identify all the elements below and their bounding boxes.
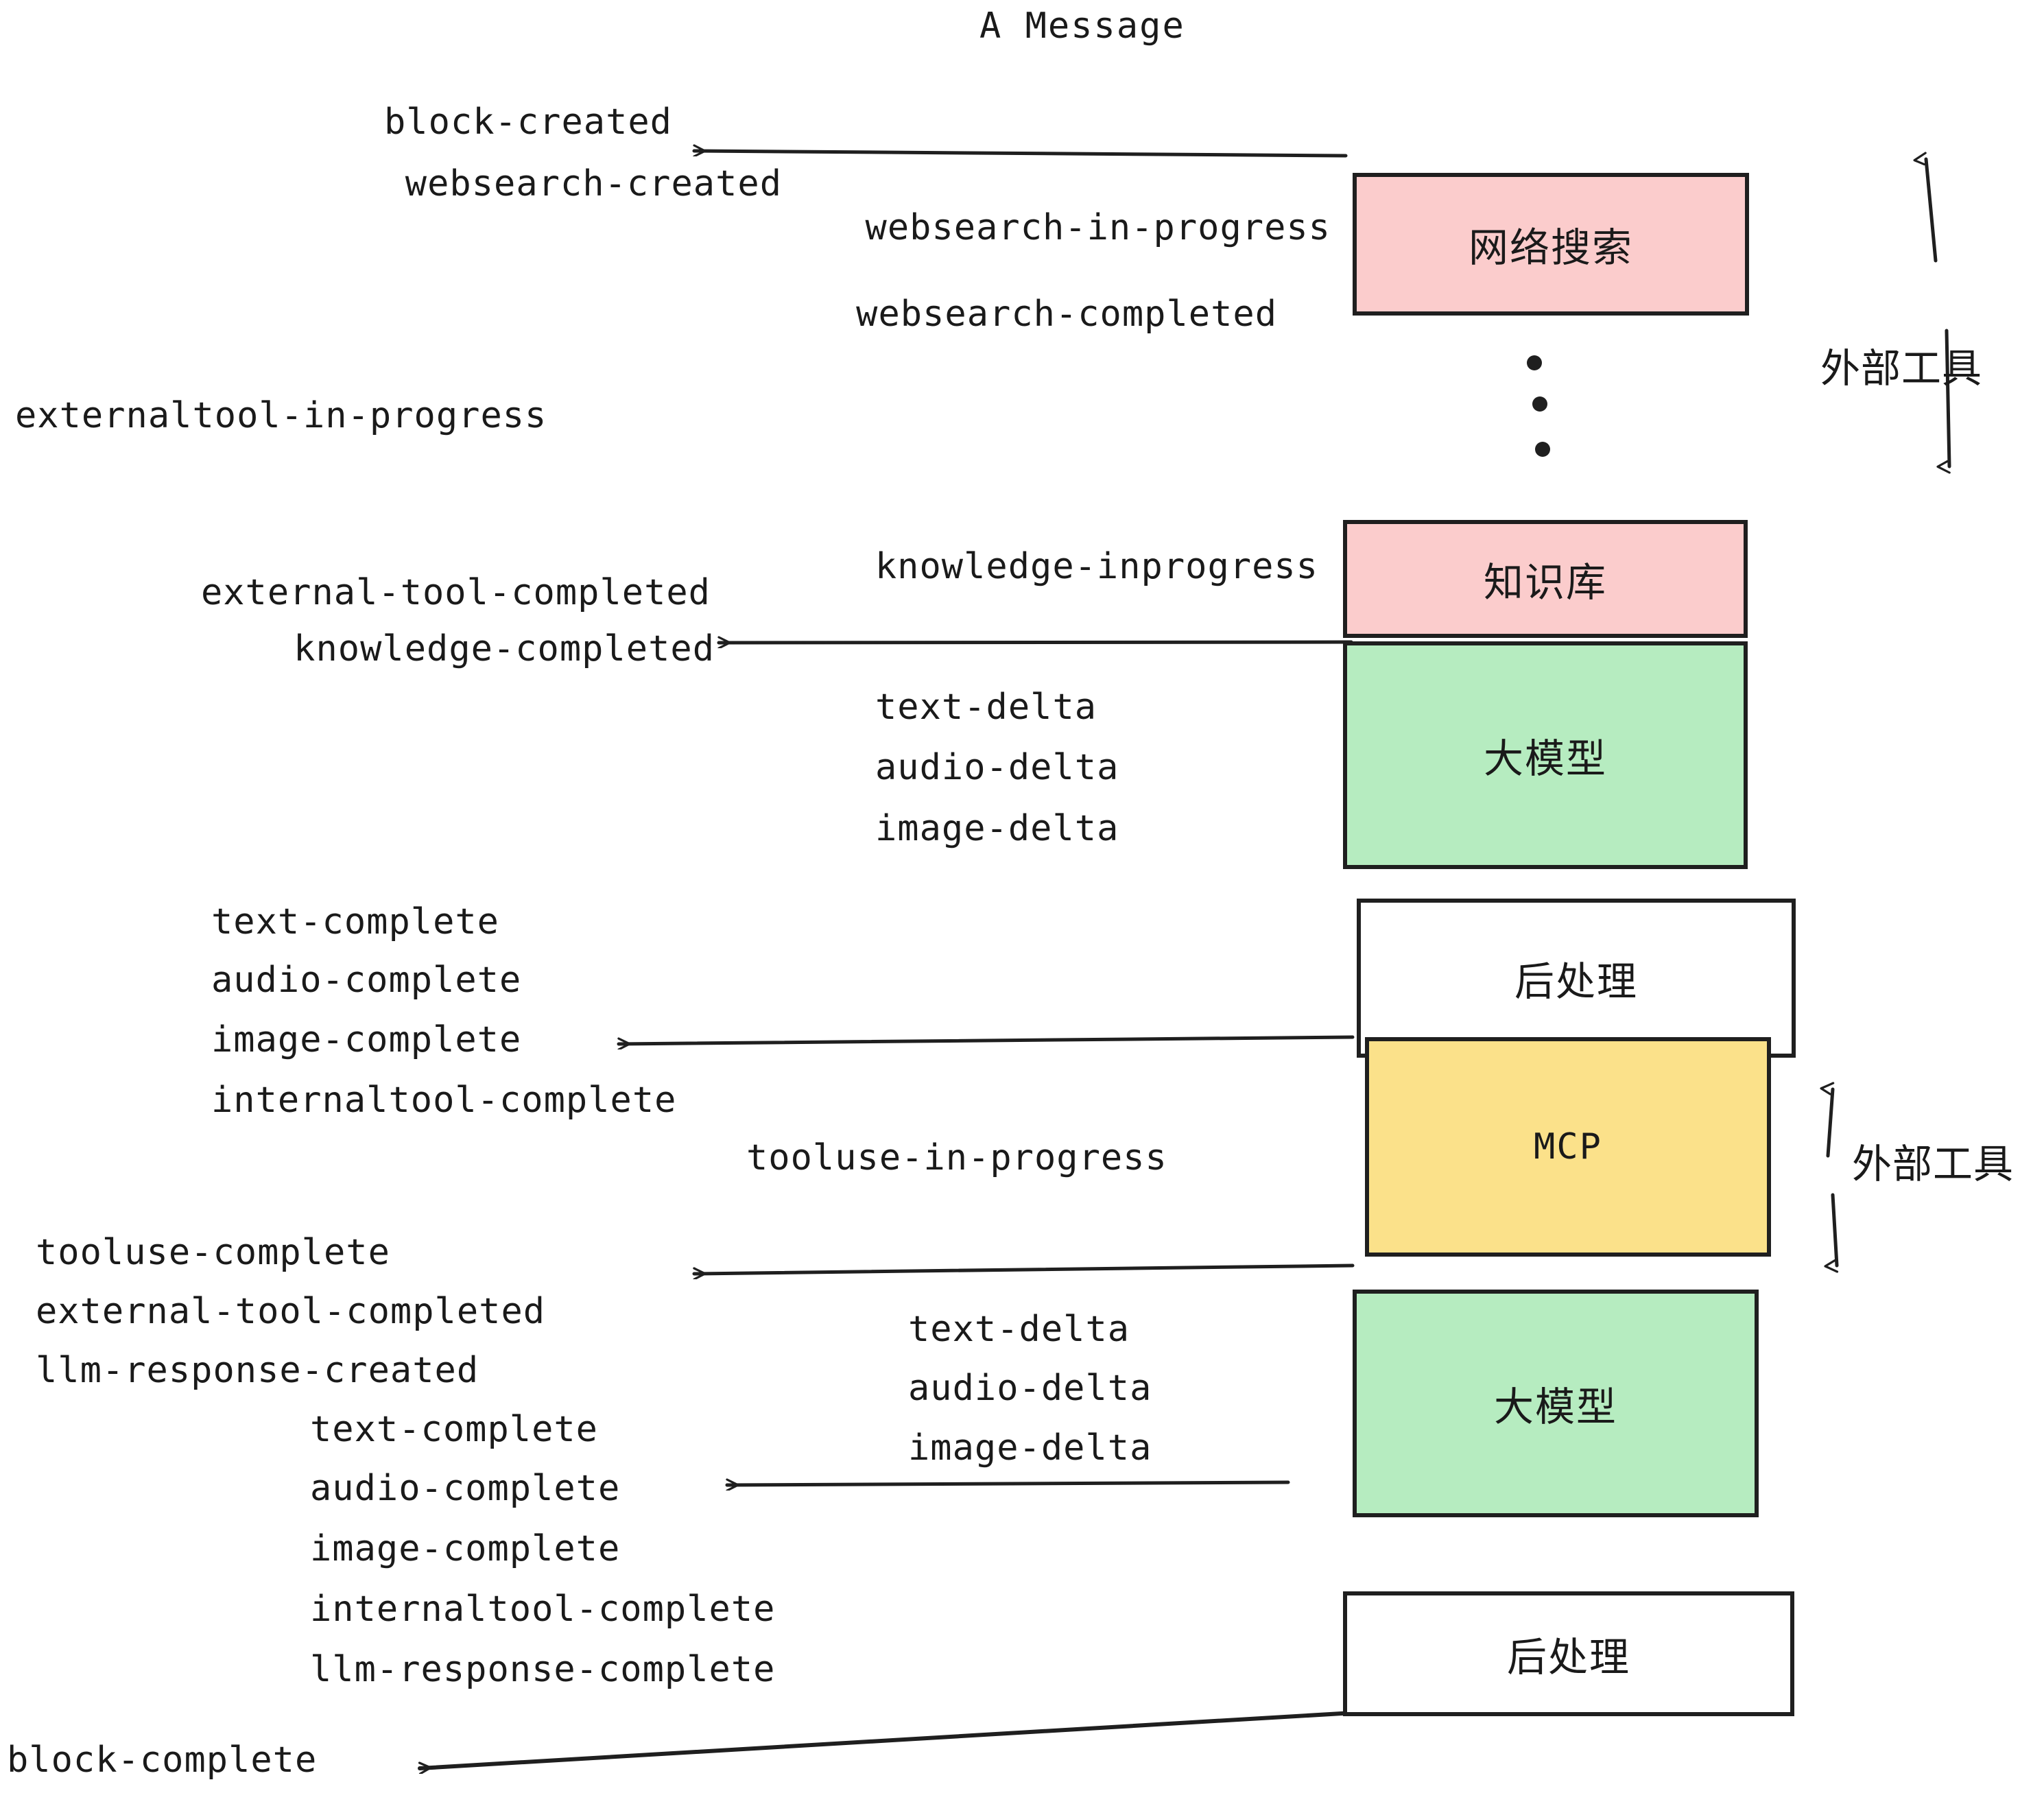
node-websearch-label: 网络搜索 bbox=[1468, 224, 1633, 271]
event-audio-delta-1: audio-delta bbox=[875, 747, 1119, 788]
page-title: A Message bbox=[979, 5, 1185, 47]
node-mcp[interactable]: MCP bbox=[1365, 1037, 1771, 1257]
event-websearch-created: websearch-created bbox=[405, 163, 782, 204]
node-postprocess-1[interactable]: 后处理 bbox=[1357, 899, 1796, 1058]
arrow-external-tool-up-top bbox=[1926, 159, 1938, 263]
ellipsis-dot-2 bbox=[1532, 396, 1547, 412]
node-websearch[interactable]: 网络搜索 bbox=[1353, 173, 1749, 316]
event-knowledge-inprogress: knowledge-inprogress bbox=[875, 546, 1318, 587]
event-llm-response-created: llm-response-created bbox=[36, 1350, 479, 1391]
node-postprocess-2[interactable]: 后处理 bbox=[1343, 1591, 1794, 1716]
arrow-image-complete bbox=[617, 1035, 1355, 1044]
node-postprocess-1-label: 后处理 bbox=[1514, 958, 1638, 1005]
arrow-websearch-to-block-created bbox=[692, 151, 1348, 158]
ellipsis-dot-1 bbox=[1527, 355, 1542, 370]
arrow-external-tool-down-bottom bbox=[1833, 1193, 1839, 1266]
arrow-tooluse-complete bbox=[692, 1263, 1355, 1274]
event-audio-complete-2: audio-complete bbox=[310, 1468, 621, 1509]
event-audio-complete-1: audio-complete bbox=[211, 960, 522, 1001]
event-audio-delta-2: audio-delta bbox=[908, 1368, 1152, 1409]
event-knowledge-completed: knowledge-completed bbox=[294, 628, 715, 669]
node-knowledge-base[interactable]: 知识库 bbox=[1343, 520, 1748, 638]
event-text-complete-1: text-complete bbox=[211, 901, 499, 942]
event-internaltool-complete-2: internaltool-complete bbox=[310, 1589, 776, 1630]
arrow-audio-complete bbox=[725, 1482, 1290, 1485]
event-websearch-completed: websearch-completed bbox=[856, 294, 1277, 335]
side-label-external-tool-top: 外部工具 bbox=[1820, 345, 1983, 392]
event-text-delta-2: text-delta bbox=[908, 1309, 1130, 1350]
node-knowledge-base-label: 知识库 bbox=[1483, 559, 1607, 606]
event-text-delta-1: text-delta bbox=[875, 687, 1097, 728]
event-websearch-in-progress: websearch-in-progress bbox=[865, 207, 1331, 248]
node-llm-1-label: 大模型 bbox=[1483, 735, 1607, 782]
node-mcp-label: MCP bbox=[1534, 1126, 1602, 1167]
event-image-complete-2: image-complete bbox=[310, 1528, 621, 1569]
side-label-external-tool-bottom: 外部工具 bbox=[1852, 1141, 2015, 1187]
event-internaltool-complete-1: internaltool-complete bbox=[211, 1080, 677, 1121]
arrow-external-tool-up-bottom bbox=[1828, 1089, 1835, 1158]
event-tooluse-complete: tooluse-complete bbox=[36, 1232, 390, 1273]
node-llm-1[interactable]: 大模型 bbox=[1343, 641, 1748, 869]
arrow-block-complete bbox=[418, 1710, 1367, 1768]
event-external-tool-completed-2: external-tool-completed bbox=[36, 1291, 546, 1332]
event-image-complete-1: image-complete bbox=[211, 1019, 522, 1060]
ellipsis-dot-3 bbox=[1535, 442, 1550, 457]
node-llm-2-label: 大模型 bbox=[1493, 1384, 1617, 1430]
event-tooluse-in-progress: tooluse-in-progress bbox=[746, 1137, 1167, 1178]
event-image-delta-1: image-delta bbox=[875, 808, 1119, 849]
event-externaltool-in-progress: externaltool-in-progress bbox=[15, 395, 547, 436]
event-external-tool-completed-1: external-tool-completed bbox=[200, 572, 711, 613]
arrow-knowledge-completed bbox=[717, 642, 1353, 643]
event-block-complete: block-complete bbox=[7, 1740, 318, 1781]
arrow-external-tool-down-top bbox=[1947, 329, 1951, 466]
event-image-delta-2: image-delta bbox=[908, 1427, 1152, 1469]
event-text-complete-2: text-complete bbox=[310, 1409, 598, 1450]
node-llm-2[interactable]: 大模型 bbox=[1353, 1290, 1759, 1517]
event-llm-response-complete: llm-response-complete bbox=[310, 1649, 776, 1690]
event-block-created: block-created bbox=[384, 102, 672, 143]
node-postprocess-2-label: 后处理 bbox=[1506, 1634, 1630, 1681]
